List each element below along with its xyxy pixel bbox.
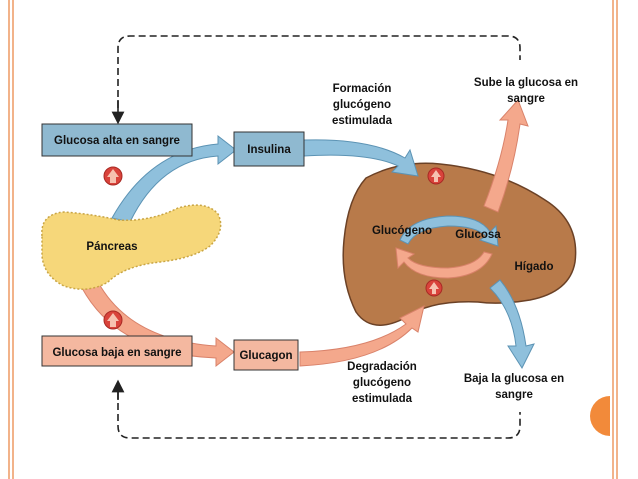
slide-border-left <box>0 0 10 479</box>
label-pancreas: Páncreas <box>86 241 137 253</box>
label-formacion-3: estimulada <box>332 115 393 127</box>
down-indicator-baja <box>103 310 123 330</box>
label-sube-2: sangre <box>507 93 545 105</box>
slide-border-right-line <box>616 0 618 479</box>
box-insulina <box>233 131 305 167</box>
label-glucosa-baja: Glucosa baja en sangre <box>52 347 181 359</box>
label-sube-1: Sube la glucosa en <box>474 77 578 89</box>
box-glucosa-alta <box>41 123 193 157</box>
label-glucagon: Glucagon <box>239 350 292 362</box>
cycle-arrow-blue <box>399 215 499 247</box>
box-glucosa-baja <box>41 335 193 367</box>
feedback-loop-line-bottom <box>117 392 521 439</box>
label-degradacion-2: glucógeno <box>353 377 411 389</box>
label-formacion-1: Formación <box>333 83 392 95</box>
liver-indicator-bottom <box>425 279 443 297</box>
feedback-loop-line <box>117 35 521 108</box>
label-insulina: Insulina <box>247 144 291 156</box>
box-glucagon <box>233 339 299 371</box>
label-formacion-2: glucógeno <box>333 99 391 111</box>
liver-indicator-top <box>427 167 445 185</box>
label-higado: Hígado <box>515 261 554 273</box>
label-glucosa-alta: Glucosa alta en sangre <box>54 135 180 147</box>
arrow-liver-baja <box>489 279 535 370</box>
arrow-liver-sube <box>483 99 529 213</box>
liver-shape <box>342 162 577 326</box>
up-indicator-alta <box>103 166 123 186</box>
arrow-insulina-liver <box>303 139 419 177</box>
label-degradacion-1: Degradación <box>347 361 417 373</box>
arrow-glucagon-liver <box>299 305 425 367</box>
label-glucosa: Glucosa <box>455 229 501 241</box>
label-baja-1: Baja la glucosa en <box>464 373 564 385</box>
label-baja-2: sangre <box>495 389 533 401</box>
cycle-arrow-salmon <box>395 247 493 279</box>
slide-border-right <box>612 0 638 479</box>
slide-border-left-line <box>12 0 14 479</box>
arrow-pancreas-insulina <box>111 134 237 223</box>
label-glucogeno: Glucógeno <box>372 225 432 237</box>
slide-accent-tab <box>590 396 610 436</box>
label-degradacion-3: estimulada <box>352 393 413 405</box>
pancreas-shape <box>41 204 222 290</box>
